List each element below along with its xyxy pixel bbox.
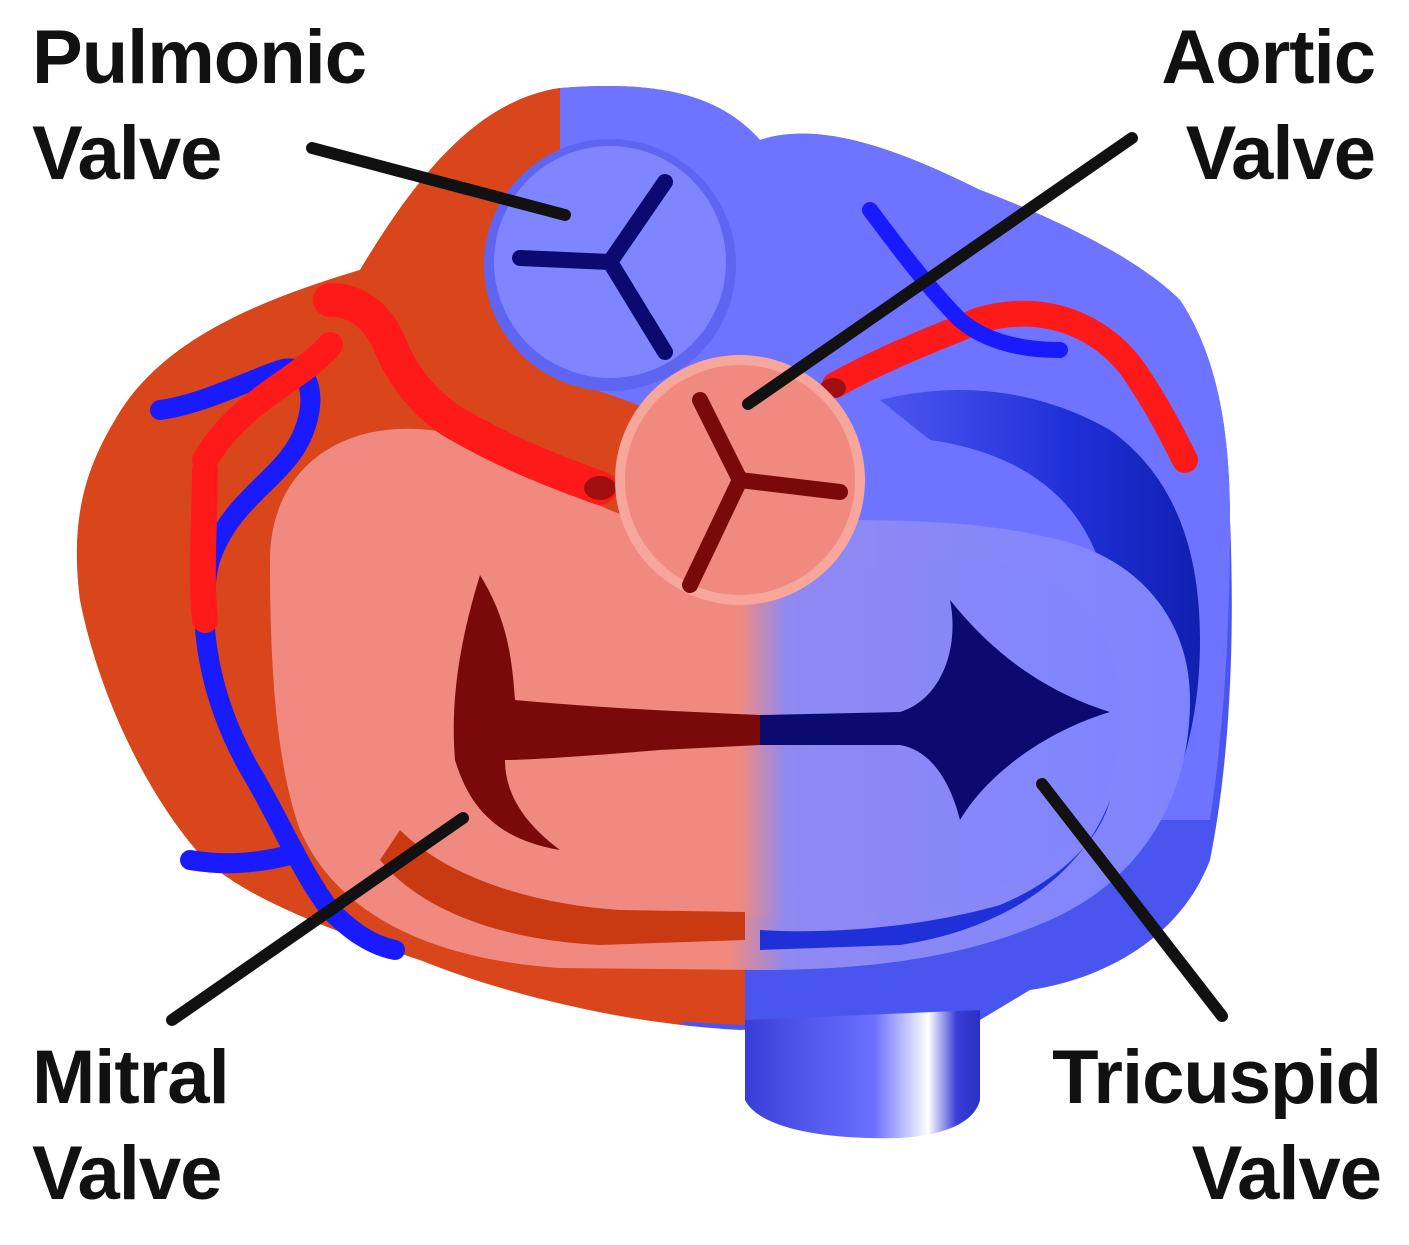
tricuspid-label-line2: Valve: [1052, 1126, 1381, 1222]
aortic-label-line1: Aortic: [1161, 10, 1375, 106]
pulmonic-label-line1: Pulmonic: [32, 10, 366, 106]
aortic-valve-label: Aortic Valve: [1161, 10, 1375, 202]
mitral-label-line1: Mitral: [32, 1030, 229, 1126]
inferior-vessel: [745, 1010, 980, 1138]
aortic-label-line2: Valve: [1161, 106, 1375, 202]
mitral-label-line2: Valve: [32, 1126, 229, 1222]
left-coronary-artery-branch: [203, 470, 205, 620]
coronary-vein-left-branch: [190, 855, 290, 863]
pulmonic-valve-label: Pulmonic Valve: [32, 10, 366, 202]
pulmonic-label-line2: Valve: [32, 106, 366, 202]
mitral-valve-label: Mitral Valve: [32, 1030, 229, 1222]
tricuspid-label-line1: Tricuspid: [1052, 1030, 1381, 1126]
tricuspid-valve-label: Tricuspid Valve: [1052, 1030, 1381, 1222]
